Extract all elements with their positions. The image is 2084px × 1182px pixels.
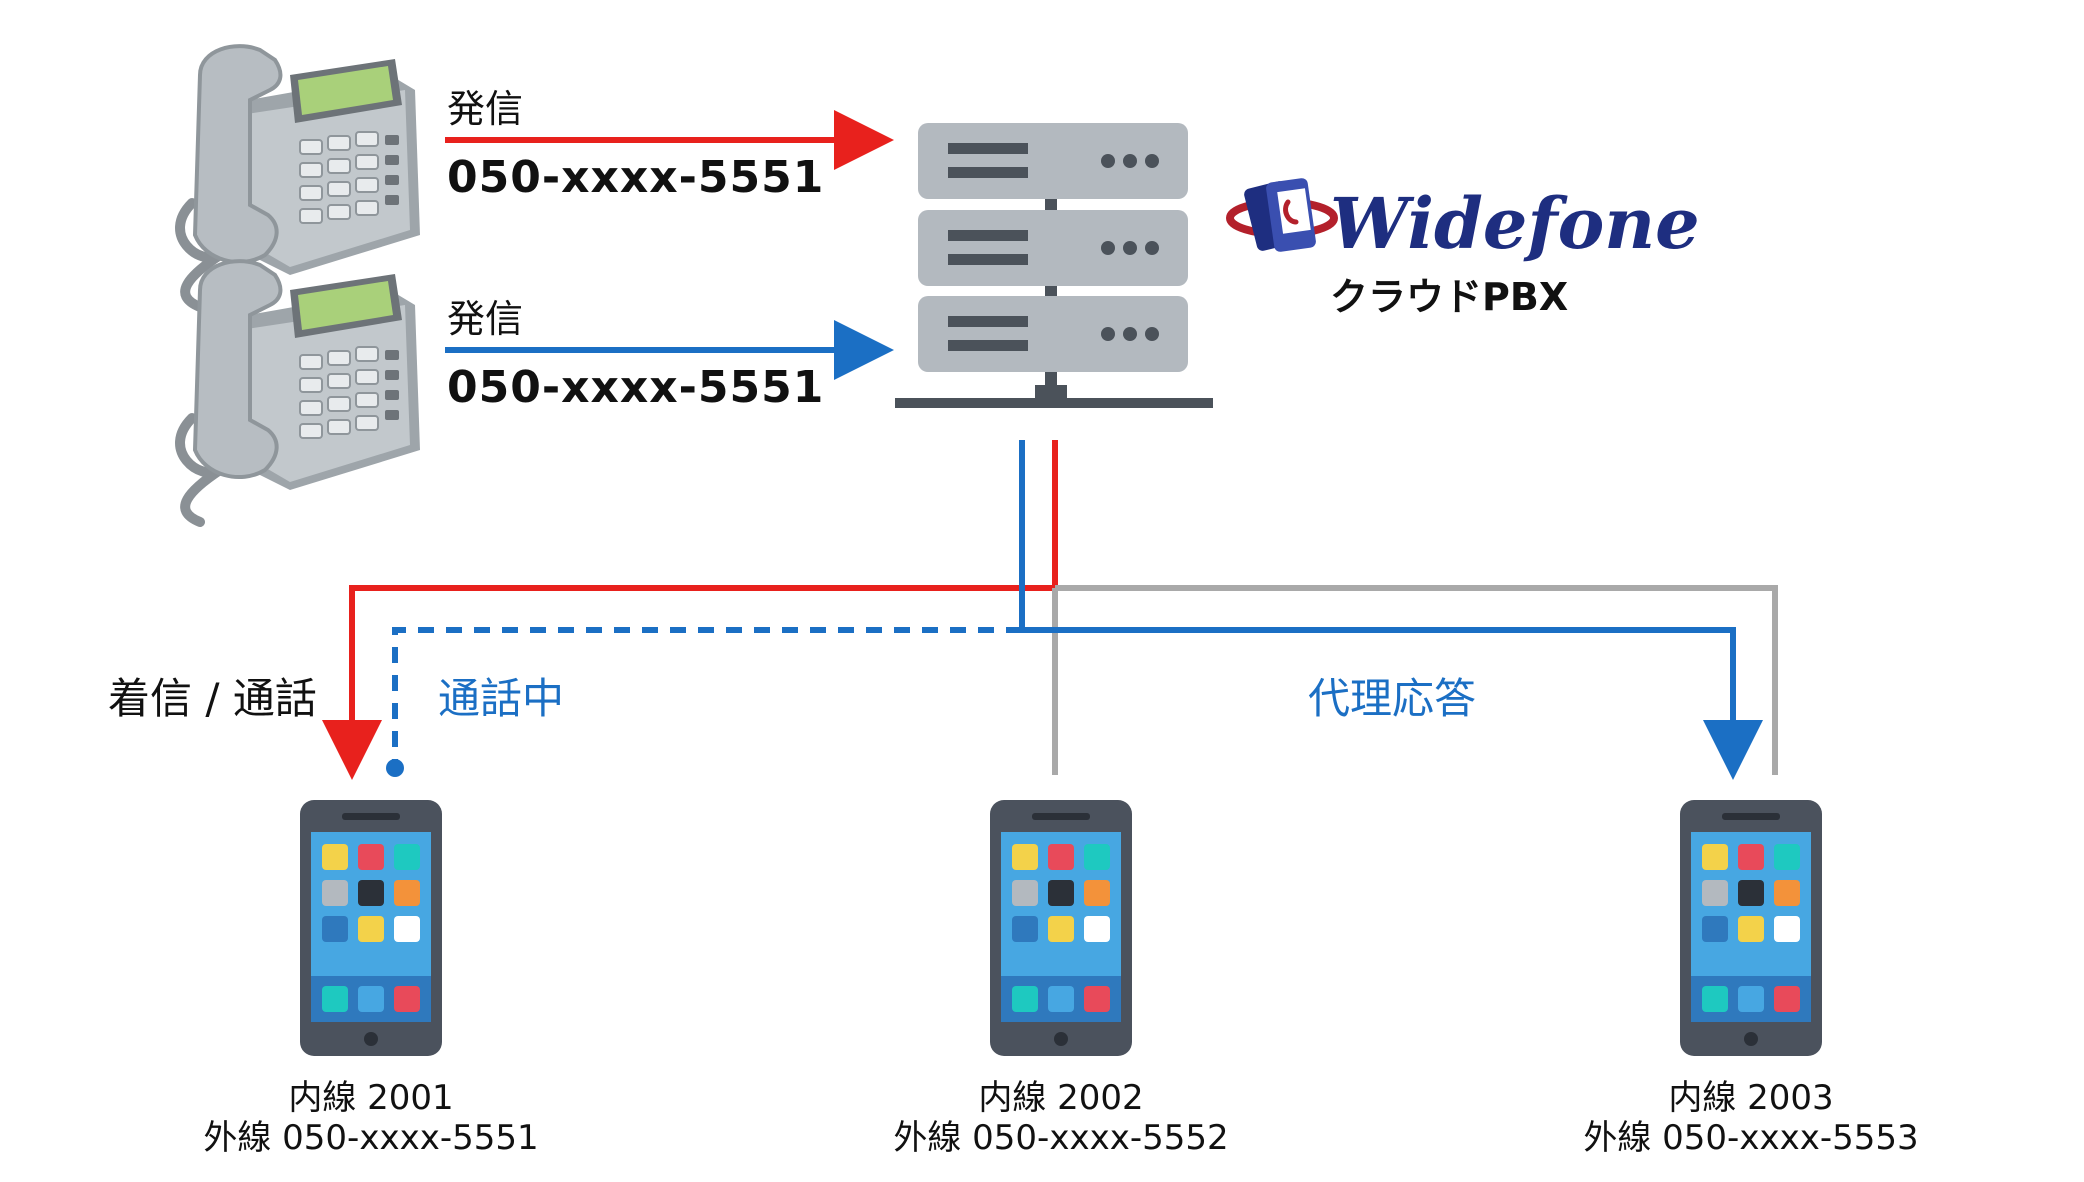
extension-2003: 内線 2003 外線 050-xxxx-5553 [1551, 1078, 1951, 1158]
status-talking: 通話中 [438, 674, 565, 723]
status-incoming: 着信 / 通話 [108, 674, 317, 723]
incoming-line-red [322, 440, 1058, 780]
proxy-line-blue [1019, 440, 1763, 780]
talking-line-dashed [392, 627, 1022, 760]
extension-2001: 内線 2001 外線 050-xxxx-5551 [171, 1078, 571, 1158]
brand-name: Widefone [1330, 182, 1700, 265]
call-number-1: 050-xxxx-5551 [447, 152, 825, 203]
desk-phone-icon [180, 261, 420, 522]
widefone-logo-icon [1226, 178, 1338, 252]
smartphone-icon [300, 800, 442, 1056]
external-line: 外線 050-xxxx-5551 [203, 1118, 539, 1158]
call-label-2: 発信 [447, 297, 524, 341]
product-name: クラウドPBX [1330, 275, 1569, 319]
server-rack-icon [895, 123, 1213, 408]
external-line: 外線 050-xxxx-5552 [893, 1118, 1229, 1158]
internal-line: 内線 2002 [978, 1078, 1144, 1118]
internal-line: 内線 2003 [1668, 1078, 1834, 1118]
external-line: 外線 050-xxxx-5553 [1583, 1118, 1919, 1158]
internal-line: 内線 2001 [288, 1078, 454, 1118]
gray-line-to-2003 [1055, 585, 1778, 775]
extension-2002: 内線 2002 外線 050-xxxx-5552 [861, 1078, 1261, 1158]
call-number-2: 050-xxxx-5551 [447, 362, 825, 413]
status-proxy: 代理応答 [1308, 674, 1477, 723]
talking-line-end-dot [386, 759, 404, 777]
call-label-1: 発信 [447, 87, 524, 131]
smartphone-icon [1680, 800, 1822, 1056]
smartphone-icon [990, 800, 1132, 1056]
